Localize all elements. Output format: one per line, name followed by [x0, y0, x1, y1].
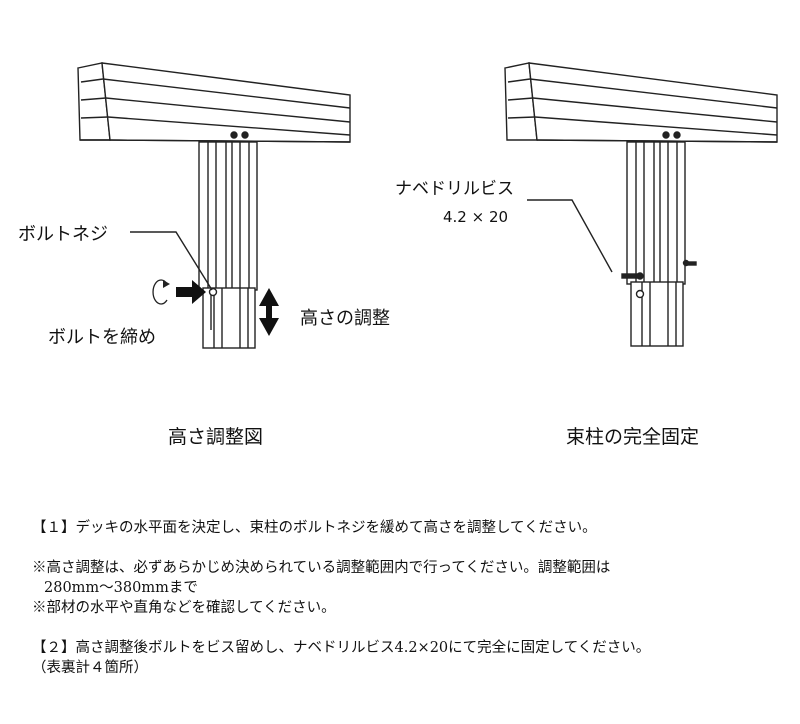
left-figure	[77, 62, 351, 349]
caption-height-adjust-figure: 高さ調整図	[168, 426, 264, 448]
right-upper-post	[626, 141, 686, 285]
screw-icon	[621, 259, 697, 299]
height-arrow-icon	[259, 288, 279, 336]
label-tighten-bolt: ボルトを締め	[48, 327, 156, 348]
note-adjust-range-value: 280mm～380mmまで	[44, 580, 198, 596]
push-arrow-icon	[176, 280, 206, 304]
instruction-step-1: 【１】デッキの水平面を決定し、束柱のボルトネジを緩めて高さを調整してください。	[32, 520, 597, 536]
left-bolt	[208, 287, 218, 297]
leader-screw	[527, 199, 613, 273]
right-beam	[504, 62, 778, 143]
left-lower-post	[202, 287, 256, 349]
right-figure	[504, 62, 778, 347]
instruction-step-2: 【２】高さ調整後ボルトをビス留めし、ナベドリルビス4.2×20にて完全に固定して…	[32, 640, 651, 656]
assembly-diagram: ボルトネジ ボルトを締め 高さの調整 ナベドリルビス 4.2 × 20	[18, 62, 778, 349]
instruction-step-2-detail: （表裏計４箇所）	[32, 660, 148, 676]
note-adjust-range: ※高さ調整は、必ずあらかじめ決められている調整範囲内で行ってください。調整範囲は	[32, 560, 611, 576]
note-check-level: ※部材の水平や直角などを確認してください。	[32, 600, 336, 616]
label-bolt-screw: ボルトネジ	[18, 224, 108, 245]
left-beam	[77, 62, 351, 143]
label-height-adjust: 高さの調整	[300, 308, 390, 329]
instructions-text: 【１】デッキの水平面を決定し、束柱のボルトネジを緩めて高さを調整してください。 …	[32, 518, 782, 678]
left-upper-post	[198, 141, 258, 291]
leader-bolt-screw	[130, 231, 213, 291]
label-screw-size: 4.2 × 20	[443, 208, 508, 226]
caption-post-fixing-figure: 束柱の完全固定	[566, 426, 700, 448]
rotate-arrow-icon	[152, 279, 170, 305]
label-screw-name: ナベドリルビス	[395, 179, 514, 199]
